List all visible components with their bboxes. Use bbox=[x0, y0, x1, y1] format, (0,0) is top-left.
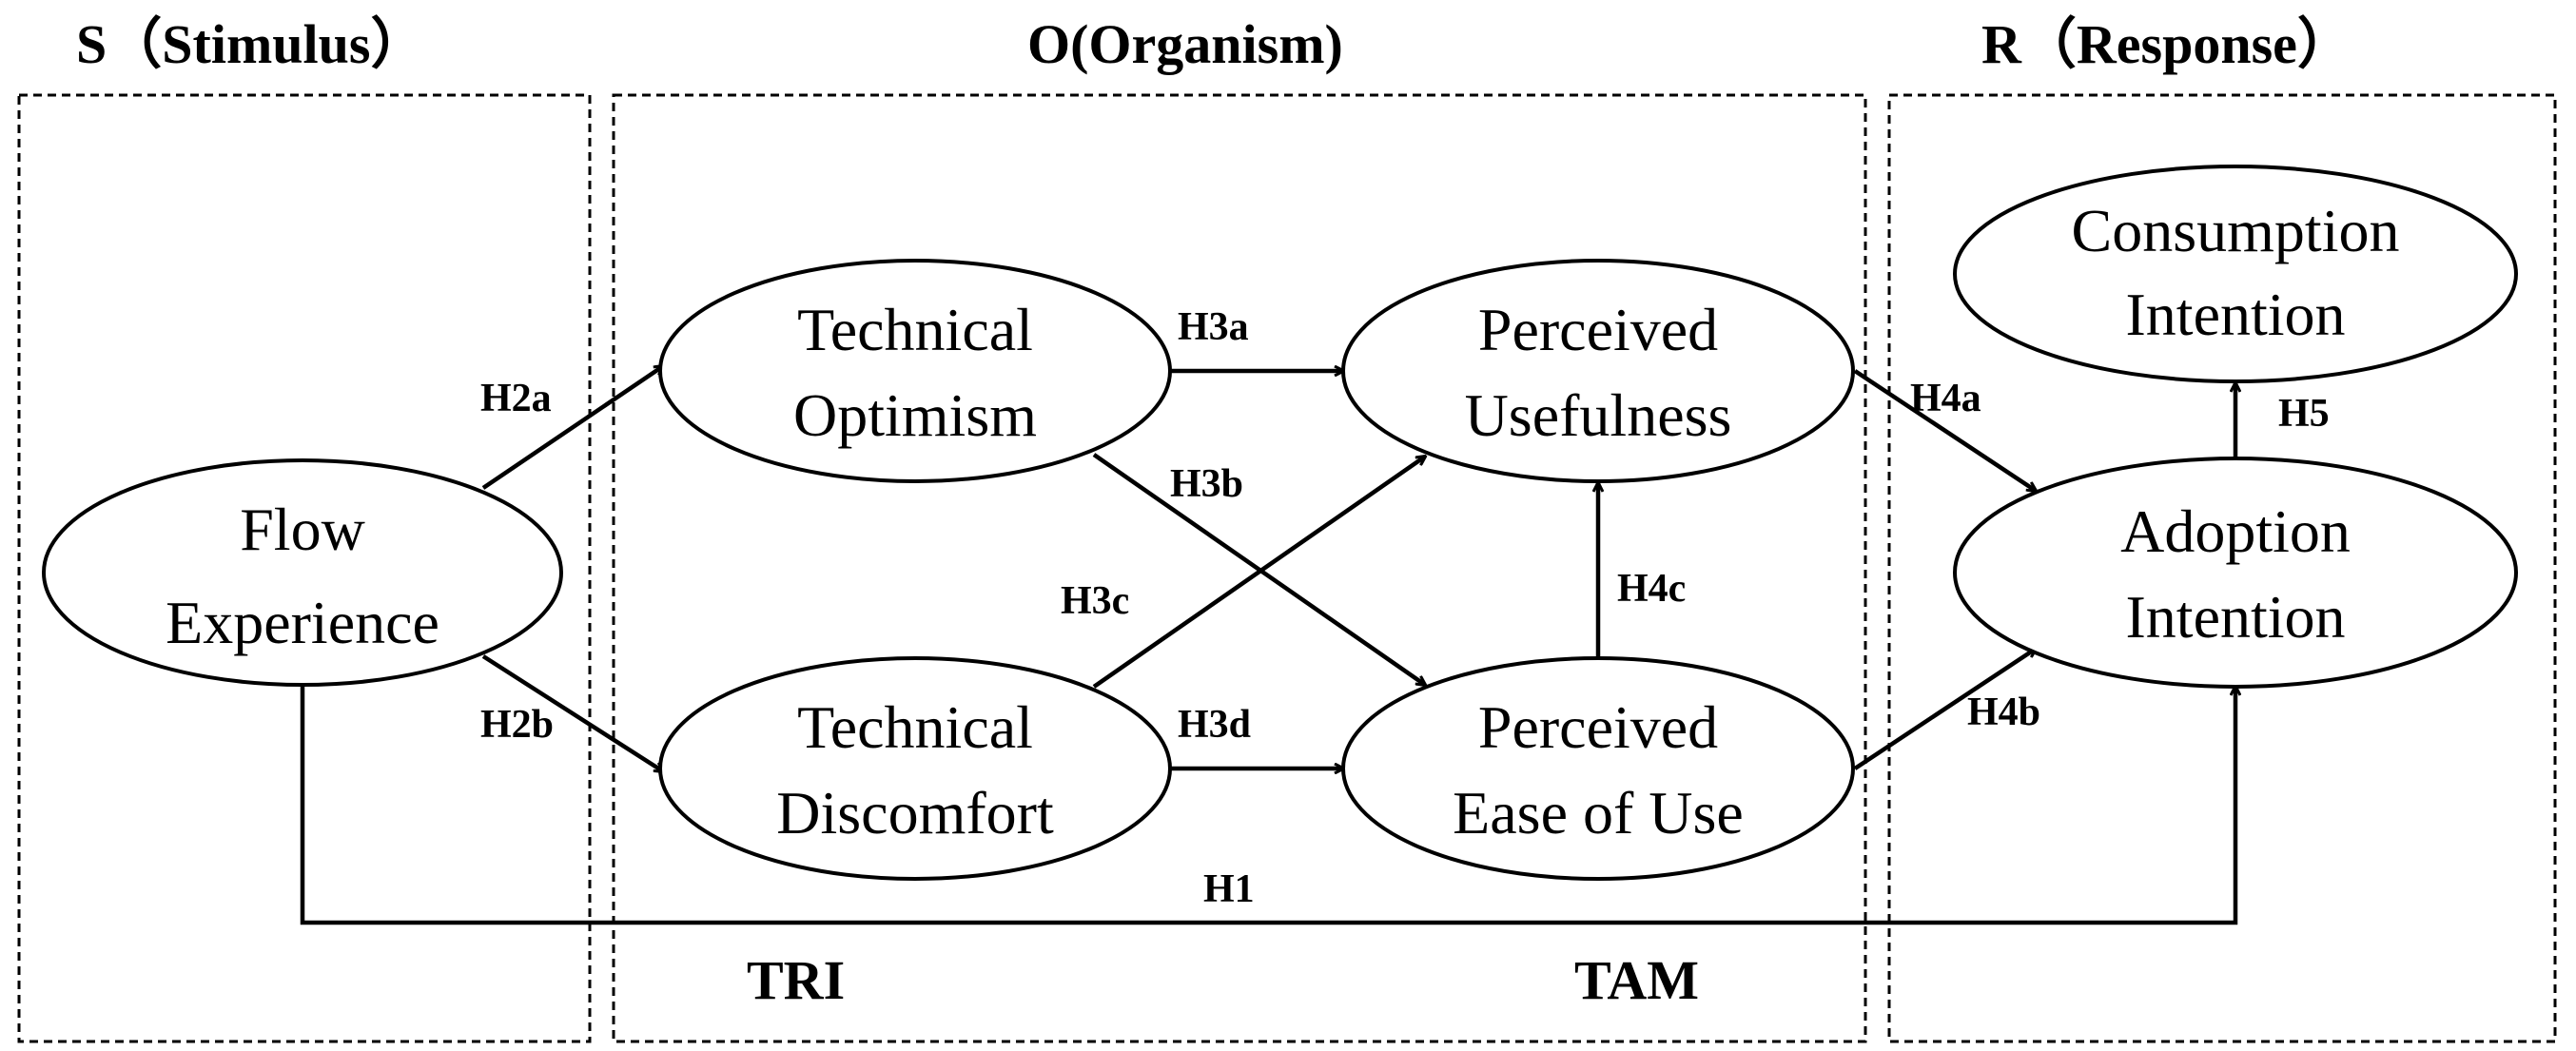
arrow-h4b bbox=[1853, 649, 2036, 770]
label-h4a: H4a bbox=[1910, 377, 1981, 420]
node-label-line: Usefulness bbox=[1465, 381, 1732, 449]
node-flow-experience: Flow Experience bbox=[42, 458, 563, 687]
node-label-line: Adoption bbox=[2120, 497, 2351, 565]
label-h3d: H3d bbox=[1178, 703, 1251, 747]
model-label-tam: TAM bbox=[1574, 949, 1699, 1011]
section-title-organism: O(Organism) bbox=[1027, 13, 1343, 75]
node-label-line: Technical bbox=[797, 693, 1033, 761]
label-h2b: H2b bbox=[480, 703, 554, 747]
node-consumption-intention: Consumption Intention bbox=[1953, 165, 2518, 383]
node-technical-optimism: Technical Optimism bbox=[658, 259, 1172, 483]
section-title-stimulus: S（Stimulus） bbox=[76, 13, 425, 75]
section-title-response: R（Response） bbox=[1981, 13, 2352, 75]
label-h3b: H3b bbox=[1170, 462, 1243, 506]
node-adoption-intention: Adoption Intention bbox=[1953, 457, 2518, 689]
arrow-h1 bbox=[300, 687, 2235, 925]
node-label-line: Technical bbox=[797, 296, 1033, 363]
label-h2a: H2a bbox=[480, 377, 552, 420]
node-label-line: Optimism bbox=[793, 381, 1037, 449]
node-label-line: Discomfort bbox=[776, 779, 1054, 847]
arrow-h3c bbox=[1092, 457, 1425, 689]
label-h4b: H4b bbox=[1967, 691, 2040, 734]
arrow-h2a bbox=[481, 366, 663, 490]
node-label-line: Ease of Use bbox=[1453, 779, 1744, 847]
node-perceived-ease-of-use: Perceived Ease of Use bbox=[1341, 656, 1855, 881]
label-h3a: H3a bbox=[1178, 305, 1249, 349]
label-h1: H1 bbox=[1203, 867, 1255, 911]
stimulus-zone bbox=[17, 93, 592, 1043]
node-label-line: Flow bbox=[240, 496, 365, 563]
label-h3c: H3c bbox=[1061, 579, 1129, 623]
model-label-tri: TRI bbox=[747, 949, 845, 1011]
node-label-line: Consumption bbox=[2072, 197, 2400, 264]
node-label-line: Perceived bbox=[1478, 296, 1718, 363]
node-label-line: Intention bbox=[2125, 281, 2345, 348]
node-perceived-usefulness: Perceived Usefulness bbox=[1341, 259, 1855, 483]
arrow-h4a bbox=[1853, 369, 2036, 491]
label-h5: H5 bbox=[2278, 392, 2330, 436]
node-label-line: Intention bbox=[2125, 583, 2345, 651]
arrow-h2b bbox=[481, 654, 663, 771]
node-label-line: Perceived bbox=[1478, 693, 1718, 761]
node-technical-discomfort: Technical Discomfort bbox=[658, 656, 1172, 881]
response-zone bbox=[1887, 93, 2557, 1043]
label-h4c: H4c bbox=[1617, 567, 1686, 611]
node-label-line: Experience bbox=[166, 589, 439, 656]
